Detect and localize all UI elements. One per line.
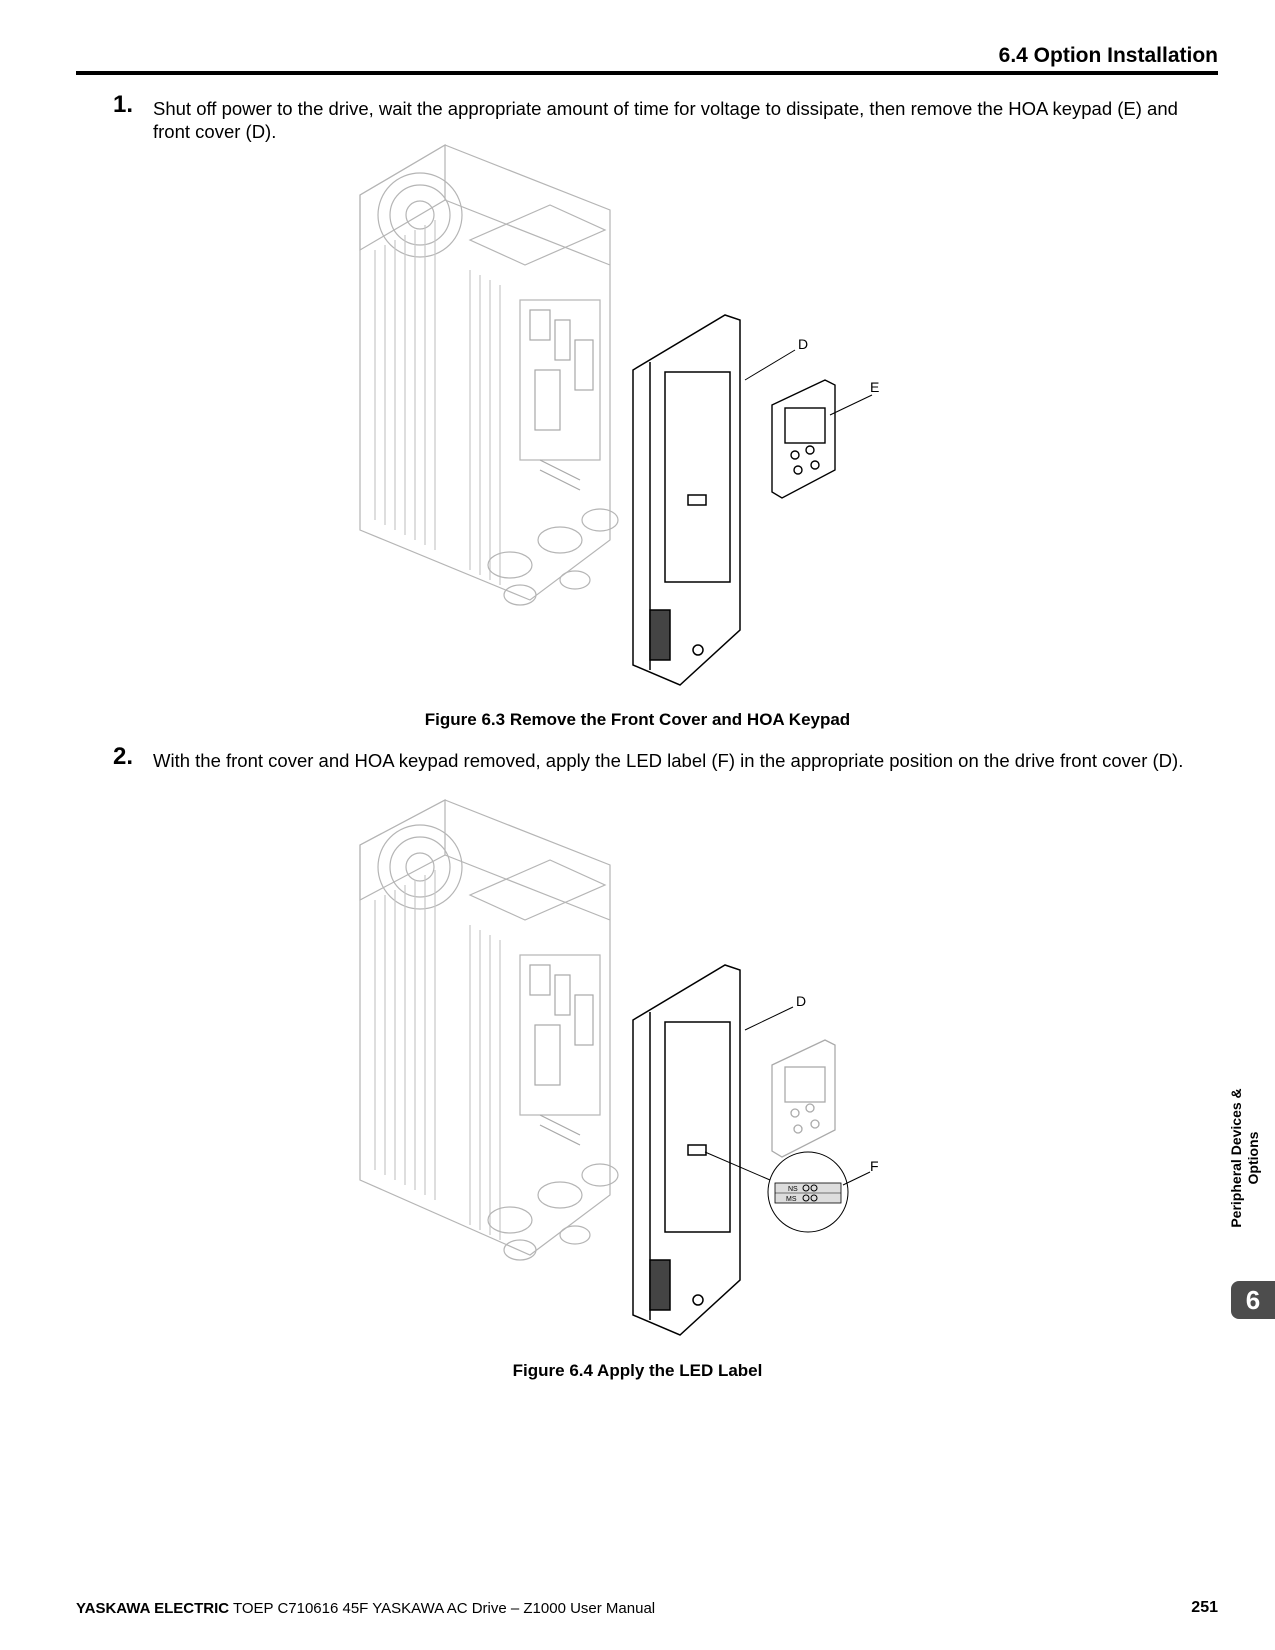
figure-6-4-illustration: D NS MS F (359, 799, 879, 1336)
front-cover-d (632, 314, 741, 686)
step-text: With the front cover and HOA keypad remo… (153, 750, 1184, 771)
callout-f: F (870, 1158, 879, 1174)
chapter-tab-number: 6 (1231, 1281, 1275, 1319)
drive-body (359, 143, 619, 606)
step-2: 2. With the front cover and HOA keypad r… (113, 745, 1218, 772)
led-ms-text: MS (786, 1196, 797, 1203)
footer-brand: YASKAWA ELECTRIC (76, 1600, 230, 1617)
header-rule (76, 71, 1218, 75)
callout-d: D (798, 336, 808, 352)
hoa-keypad-faded (771, 1039, 836, 1158)
callout-e: E (870, 379, 879, 395)
figure-6-3-illustration: D E (359, 143, 879, 686)
step-number: 1. (113, 91, 134, 118)
footer-doc: TOEP C710616 45F YASKAWA AC Drive – Z100… (229, 1600, 656, 1617)
step-text: Shut off power to the drive, wait the ap… (153, 98, 1178, 142)
hoa-keypad-e (771, 379, 836, 499)
step-1: 1. Shut off power to the drive, wait the… (113, 93, 1218, 143)
figure-6-3-caption: Figure 6.3 Remove the Front Cover and HO… (424, 710, 851, 729)
figure-6-4-caption: Figure 6.4 Apply the LED Label (512, 1361, 763, 1380)
page-number: 251 (1191, 1599, 1218, 1616)
front-cover-d (632, 964, 741, 1336)
callout-d: D (796, 993, 806, 1009)
drive-body (359, 799, 619, 1261)
chapter-tab-label: Peripheral Devices & Options (1228, 1088, 1261, 1228)
footer: YASKAWA ELECTRIC TOEP C710616 45F YASKAW… (76, 1600, 655, 1617)
step-number: 2. (113, 743, 134, 770)
led-ns-text: NS (788, 1186, 798, 1193)
section-title: 6.4 Option Installation (998, 44, 1218, 67)
